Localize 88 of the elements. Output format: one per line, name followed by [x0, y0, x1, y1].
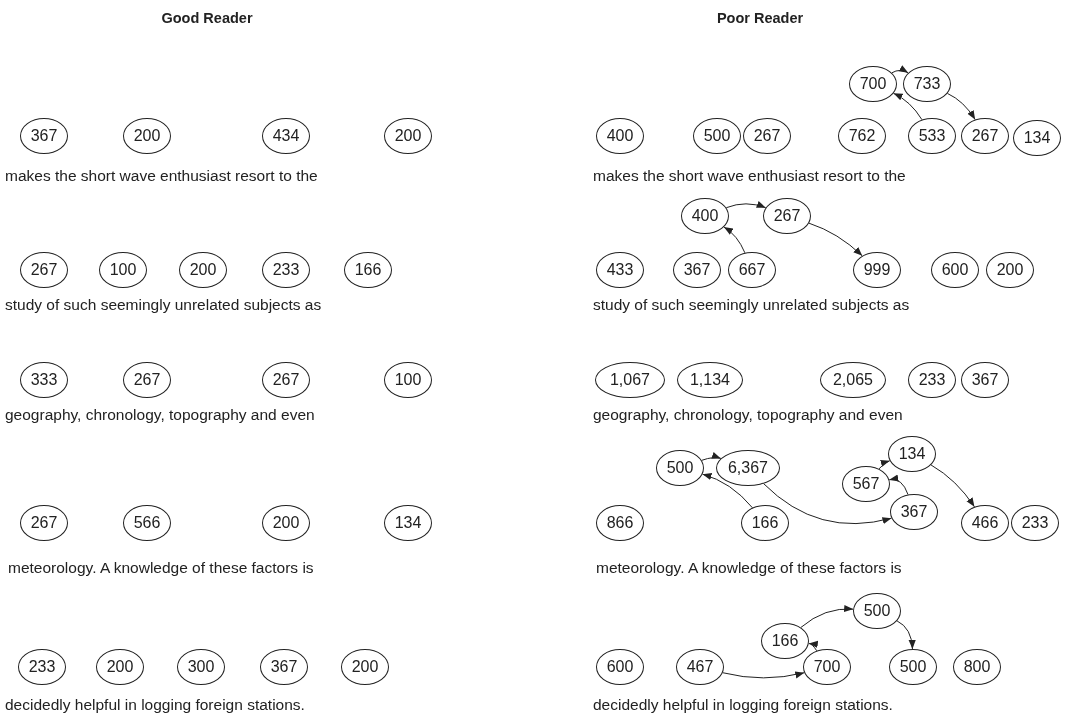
number-oval: 6,367 [716, 450, 780, 486]
arrow [725, 201, 767, 209]
arrow [888, 474, 909, 496]
number-oval: 367 [961, 362, 1009, 398]
number-oval: 700 [849, 66, 897, 102]
number-oval: 200 [384, 118, 432, 154]
number-oval: 166 [741, 505, 789, 541]
sentence-line: makes the short wave enthusiast resort to the [593, 167, 906, 185]
number-oval: 200 [179, 252, 227, 288]
number-oval: 200 [96, 649, 144, 685]
number-oval: 134 [888, 436, 936, 472]
arrow [946, 92, 976, 121]
number-oval: 267 [763, 198, 811, 234]
sentence-line: geography, chronology, topography and even [593, 406, 903, 424]
arrow [808, 641, 819, 652]
sentence-line: decidedly helpful in logging foreign stations. [5, 696, 305, 714]
number-oval: 166 [344, 252, 392, 288]
arrow [723, 226, 746, 254]
number-oval: 500 [853, 593, 901, 629]
number-oval: 600 [931, 252, 979, 288]
number-oval: 200 [262, 505, 310, 541]
number-oval: 733 [903, 66, 951, 102]
arrow [701, 452, 722, 461]
column-heading: Good Reader [161, 10, 253, 26]
number-oval: 333 [20, 362, 68, 398]
number-oval: 200 [986, 252, 1034, 288]
arrow [930, 464, 975, 508]
number-oval: 367 [260, 649, 308, 685]
number-oval: 434 [262, 118, 310, 154]
number-oval: 166 [761, 623, 809, 659]
number-oval: 267 [123, 362, 171, 398]
number-oval: 300 [177, 649, 225, 685]
number-oval: 233 [908, 362, 956, 398]
arrow [702, 473, 753, 509]
number-oval: 134 [384, 505, 432, 541]
arrow [763, 483, 892, 525]
sentence-line: geography, chronology, topography and even [5, 406, 315, 424]
arrow [878, 460, 891, 470]
number-oval: 200 [341, 649, 389, 685]
number-oval: 566 [123, 505, 171, 541]
number-oval: 267 [961, 118, 1009, 154]
number-oval: 866 [596, 505, 644, 541]
arrow [893, 92, 923, 121]
number-oval: 667 [728, 252, 776, 288]
column-heading: Poor Reader [716, 10, 804, 26]
number-oval: 267 [743, 118, 791, 154]
number-oval: 233 [262, 252, 310, 288]
number-oval: 100 [384, 362, 432, 398]
number-oval: 800 [953, 649, 1001, 685]
sentence-line: study of such seemingly unrelated subjects as [5, 296, 322, 314]
arrow [891, 65, 909, 74]
number-oval: 200 [123, 118, 171, 154]
number-oval: 600 [596, 649, 644, 685]
number-oval: 762 [838, 118, 886, 154]
sentence-line: meteorology. A knowledge of these factors is [596, 559, 902, 577]
sentence-line: study of such seemingly unrelated subjects as [593, 296, 910, 314]
number-oval: 267 [20, 505, 68, 541]
number-oval: 433 [596, 252, 644, 288]
number-oval: 367 [890, 494, 938, 530]
number-oval: 467 [676, 649, 724, 685]
arrow [808, 222, 863, 257]
sentence-line: makes the short wave enthusiast resort to the [5, 167, 318, 185]
number-oval: 267 [20, 252, 68, 288]
number-oval: 367 [673, 252, 721, 288]
number-oval: 1,067 [595, 362, 665, 398]
number-oval: 367 [20, 118, 68, 154]
number-oval: 233 [1011, 505, 1059, 541]
number-oval: 500 [889, 649, 937, 685]
number-oval: 500 [656, 450, 704, 486]
number-oval: 100 [99, 252, 147, 288]
number-oval: 700 [803, 649, 851, 685]
number-oval: 267 [262, 362, 310, 398]
number-oval: 567 [842, 466, 890, 502]
number-oval: 999 [853, 252, 901, 288]
arrow [896, 620, 916, 650]
number-oval: 400 [596, 118, 644, 154]
sentence-line: meteorology. A knowledge of these factors is [8, 559, 314, 577]
number-oval: 466 [961, 505, 1009, 541]
number-oval: 533 [908, 118, 956, 154]
arrow [722, 671, 805, 679]
number-oval: 2,065 [820, 362, 886, 398]
number-oval: 400 [681, 198, 729, 234]
number-oval: 233 [18, 649, 66, 685]
number-oval: 500 [693, 118, 741, 154]
sentence-line: decidedly helpful in logging foreign stations. [593, 696, 893, 714]
number-oval: 1,134 [677, 362, 743, 398]
number-oval: 134 [1013, 120, 1061, 156]
arrow [800, 605, 854, 628]
